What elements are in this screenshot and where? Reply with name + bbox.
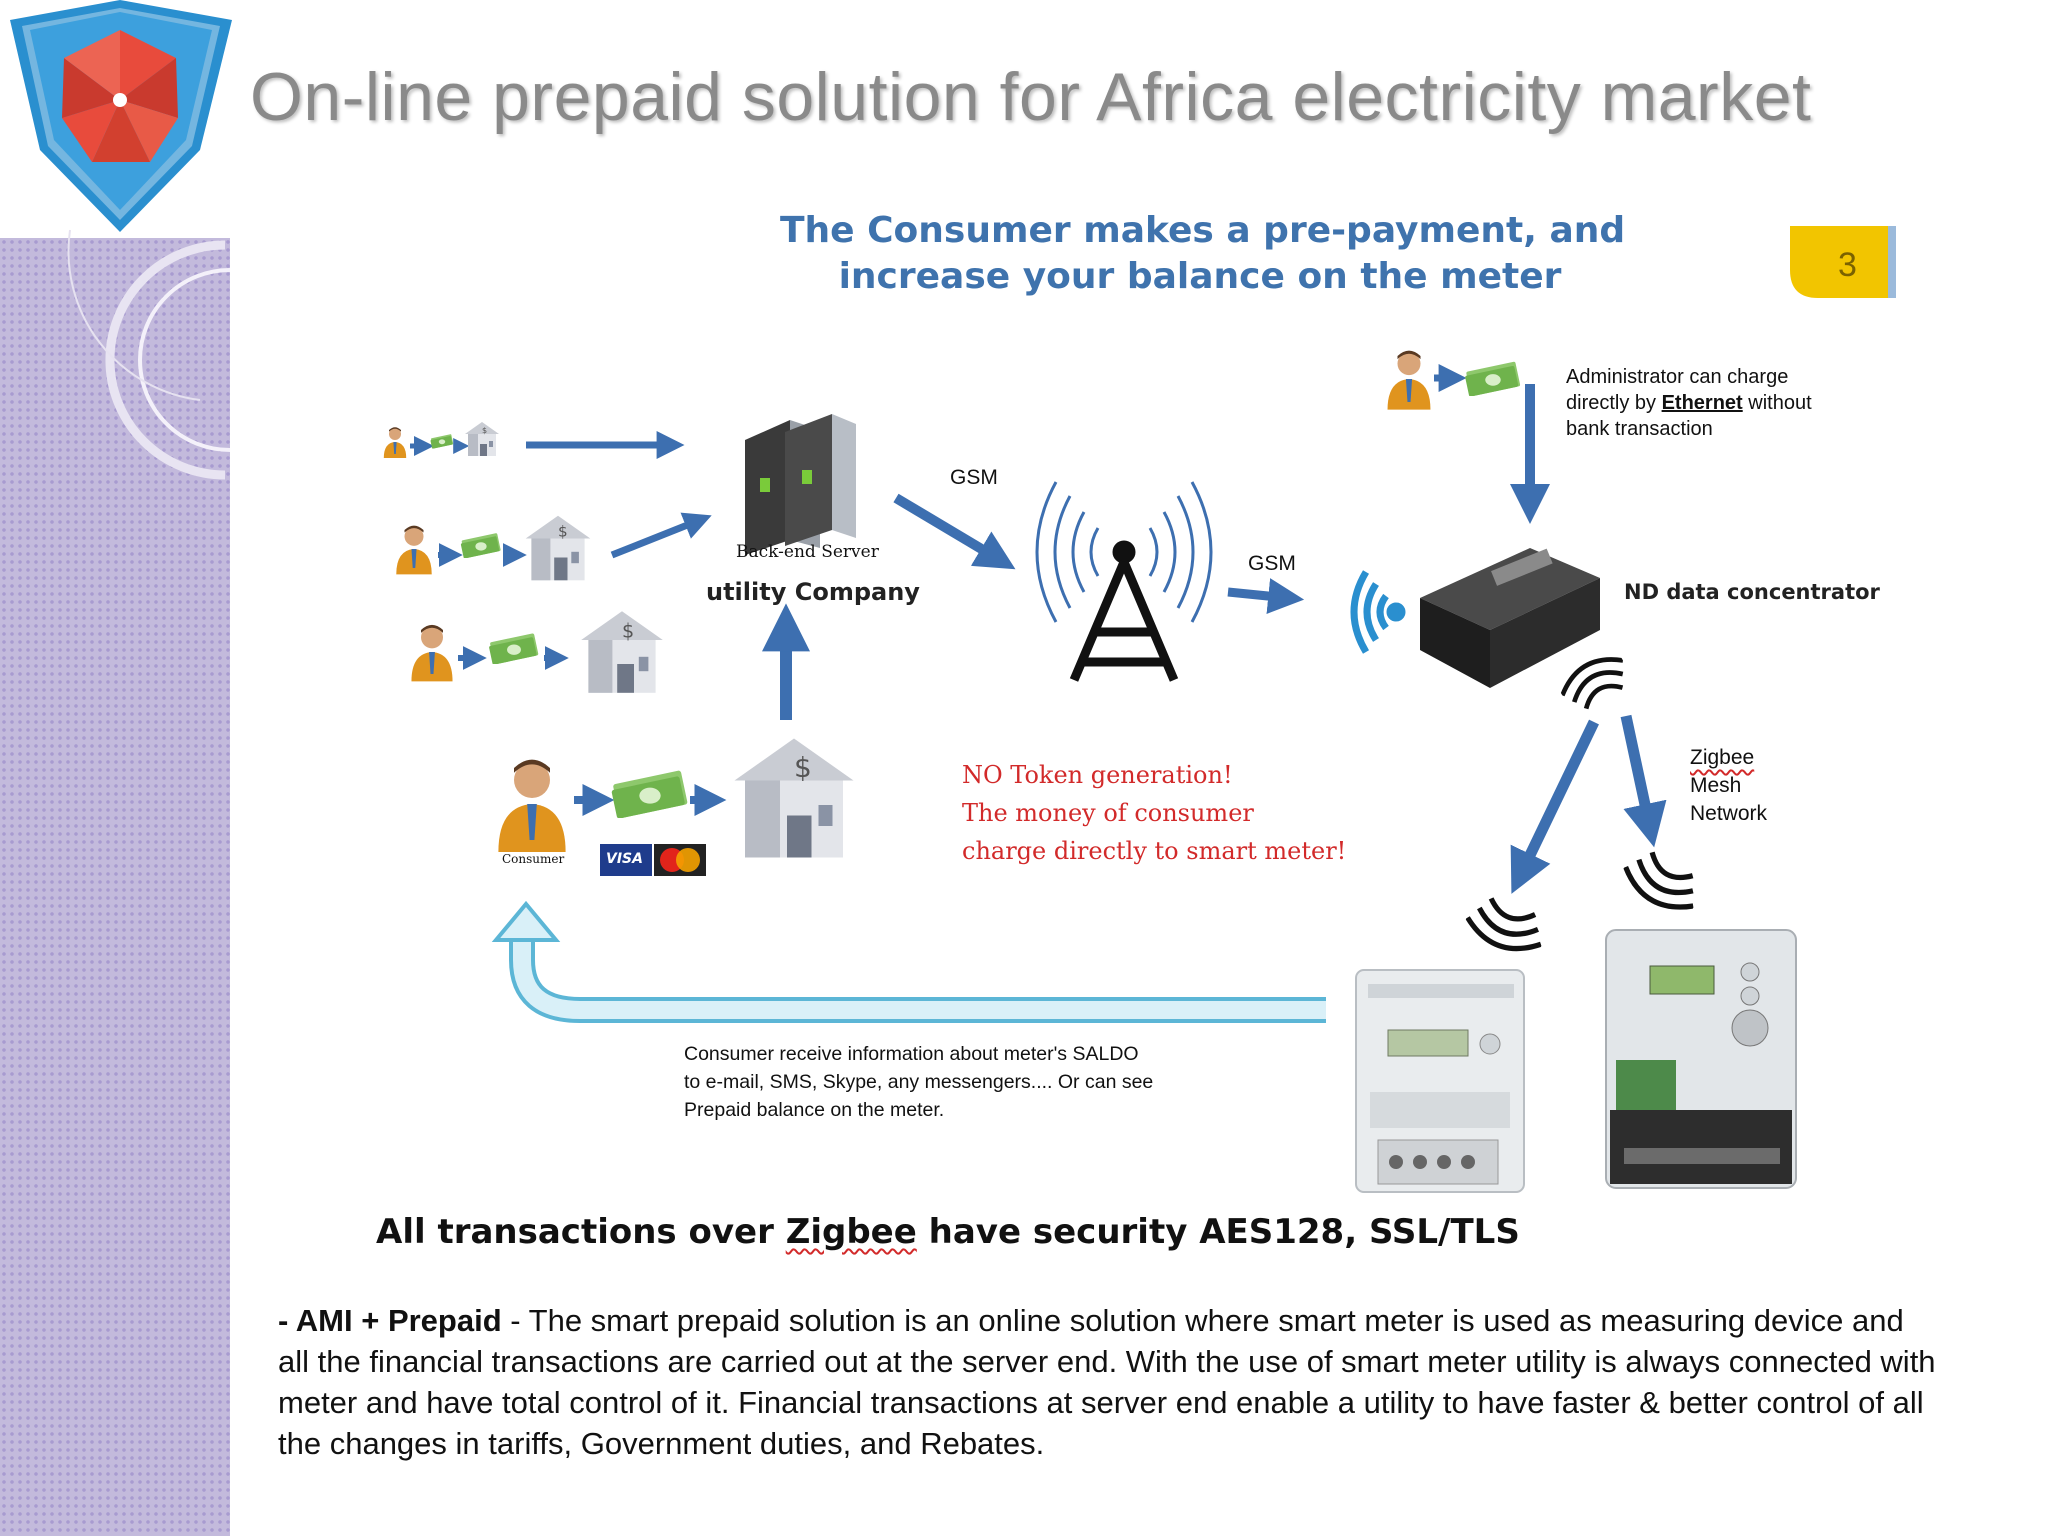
- description-lead: - AMI + Prepaid: [278, 1303, 502, 1338]
- person-icon: [396, 525, 432, 575]
- wireless-signal-icon: [1618, 844, 1706, 919]
- wireless-signal-icon: [1350, 570, 1406, 654]
- red-note: NO Token generation! The money of consum…: [962, 756, 1346, 870]
- admin-note-line-1: Administrator can charge: [1566, 366, 1789, 388]
- bank-icon: [734, 738, 854, 858]
- diagram-heading-line-2: increase your balance on the meter: [838, 256, 1562, 297]
- money-icon: [488, 633, 539, 664]
- admin-note: Administrator can charge directly by Eth…: [1566, 364, 1812, 442]
- saldo-info-note: Consumer receive information about meter…: [684, 1040, 1153, 1124]
- money-icon: [1464, 361, 1521, 396]
- page-number: 3: [1838, 246, 1857, 284]
- security-prefix: All transactions over: [376, 1212, 774, 1252]
- consumer-caption: Consumer: [502, 852, 565, 866]
- red-note-line-2: The money of consumer: [962, 799, 1254, 827]
- bank-icon: [465, 422, 499, 456]
- page-number-badge: [1790, 226, 1896, 298]
- security-statement: All transactions over Zigbee have securi…: [376, 1212, 1520, 1252]
- gsm-label-1: GSM: [950, 466, 998, 489]
- gsm-label-2: GSM: [1248, 552, 1296, 575]
- person-icon: [498, 759, 566, 852]
- zigbee-label: Zigbee Mesh Network: [1690, 744, 1767, 828]
- wireless-signal-icon: [1462, 893, 1550, 959]
- money-icon: [460, 532, 501, 558]
- server-icon: [745, 414, 856, 555]
- admin-note-suffix: without: [1748, 392, 1812, 414]
- zigbee-line-3: Network: [1690, 802, 1768, 825]
- server-label: utility Company: [706, 578, 920, 606]
- person-icon: [1387, 350, 1431, 410]
- description-text: - The smart prepaid solution is an onlin…: [278, 1303, 1936, 1461]
- slide-title: On-line prepaid solution for Africa elec…: [250, 59, 1812, 135]
- red-note-line-1: NO Token generation!: [962, 761, 1233, 789]
- shield-logo-icon: [10, 0, 232, 232]
- smart-meter-icon: [1355, 969, 1525, 1193]
- saldo-info-line-2: to e-mail, SMS, Skype, any messengers...…: [684, 1071, 1154, 1093]
- saldo-info-line-1: Consumer receive information about meter…: [684, 1043, 1139, 1065]
- description-paragraph: - AMI + Prepaid - The smart prepaid solu…: [278, 1300, 1938, 1464]
- visa-label: VISA: [606, 851, 643, 867]
- saldo-info-line-3: Prepaid balance on the meter.: [684, 1099, 945, 1121]
- red-note-line-3: charge directly to smart meter!: [962, 837, 1347, 865]
- bank-icon: [525, 515, 591, 581]
- admin-note-prefix: directly by: [1566, 392, 1657, 414]
- money-icon: [611, 770, 688, 818]
- diagram-heading-line-1: The Consumer makes a pre-payment, and: [780, 210, 1626, 251]
- zigbee-line-2: Mesh: [1690, 774, 1742, 797]
- admin-note-line-2: directly by Ethernet without: [1566, 390, 1812, 416]
- concentrator-device-icon: [1420, 548, 1600, 688]
- payment-card-icon: [600, 844, 706, 876]
- decorative-arcs: [67, 229, 231, 480]
- admin-note-ethernet: Ethernet: [1661, 392, 1743, 414]
- person-icon: [383, 427, 407, 458]
- bank-icon: [581, 611, 663, 693]
- concentrator-label: ND data concentrator: [1624, 580, 1880, 604]
- security-suffix: have security AES128, SSL/TLS: [928, 1212, 1520, 1252]
- admin-note-line-3: bank transaction: [1566, 418, 1713, 440]
- antenna-tower-icon: [1035, 481, 1213, 682]
- zigbee-line-1: Zigbee: [1690, 746, 1755, 769]
- person-icon: [411, 624, 453, 682]
- smart-meter-icon: [1605, 929, 1797, 1189]
- server-caption: Back-end Server: [736, 542, 879, 562]
- decorative-sidebar: [0, 238, 230, 1536]
- money-icon: [430, 434, 454, 449]
- wireless-signal-icon: [1555, 648, 1634, 715]
- security-zigbee: Zigbee: [785, 1212, 917, 1252]
